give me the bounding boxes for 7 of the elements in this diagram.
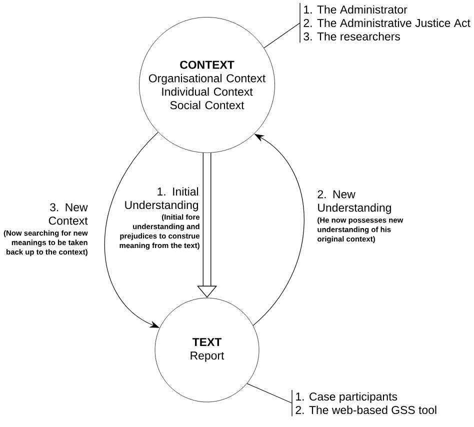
edge-label: 3. New Context xyxy=(48,203,88,225)
leader-line xyxy=(246,383,292,404)
leader-line xyxy=(264,22,300,48)
edge-label: 1. Initial Understanding xyxy=(125,187,198,212)
callout-list: 1. Case participants 2. The web-based GSS tool xyxy=(292,390,436,417)
callout-list: 1. The Administrator 2. The Administrative Justice Act 3. The researchers xyxy=(300,2,470,44)
edge-label: 2. New Understanding xyxy=(318,190,391,214)
